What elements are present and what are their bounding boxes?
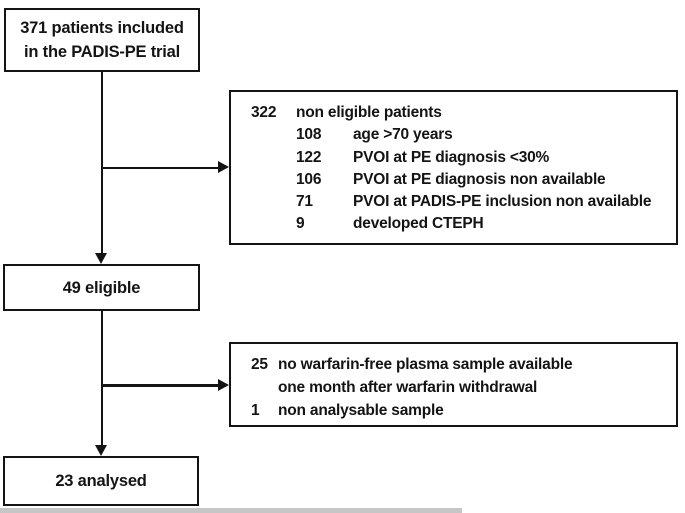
analysed-label: 23 analysed [55, 472, 147, 490]
connector-included-to-eligible [100, 72, 103, 254]
sample-exclusion-count: 25 [251, 356, 268, 373]
sample-exclusion-label-line2: one month after warfarin withdrawal [278, 379, 538, 396]
sample-exclusion-row: 25 no warfarin-free plasma sample availa… [251, 353, 670, 399]
connector-eligible-to-analysed [100, 311, 103, 445]
box-eligible: 49 eligible [3, 264, 200, 311]
exclusion-row: 106 PVOI at PE diagnosis non available [296, 169, 670, 191]
non-eligible-count: 322 [251, 104, 277, 121]
arrowhead-down-eligible [95, 253, 108, 264]
arrowhead-right-samples [217, 378, 229, 391]
sample-exclusion-label: non analysable sample [278, 402, 444, 419]
non-eligible-header-row: 322 non eligible patients [251, 102, 670, 124]
sample-exclusion-label-line1: no warfarin-free plasma sample available [278, 356, 573, 373]
exclusion-count: 71 [296, 193, 313, 211]
exclusion-row: 9 developed CTEPH [296, 213, 670, 235]
exclusion-count: 9 [296, 215, 305, 233]
exclusion-row: 71 PVOI at PADIS-PE inclusion non availa… [296, 191, 670, 213]
exclusion-count: 108 [296, 126, 322, 144]
arrowhead-right-non-eligible [217, 161, 229, 174]
arrowhead-down-analysed [95, 445, 108, 456]
sample-exclusion-row: 1 non analysable sample [251, 399, 670, 422]
box-excluded-samples: 25 no warfarin-free plasma sample availa… [229, 342, 678, 427]
exclusion-label: PVOI at PADIS-PE inclusion non available [353, 193, 652, 211]
exclusion-label: PVOI at PE diagnosis non available [353, 170, 606, 188]
exclusion-label: PVOI at PE diagnosis <30% [353, 148, 550, 166]
eligible-label: 49 eligible [62, 278, 141, 297]
exclusion-count: 106 [296, 170, 322, 188]
non-eligible-label: non eligible patients [296, 104, 442, 121]
exclusion-label: developed CTEPH [353, 215, 484, 233]
sample-exclusion-count: 1 [251, 402, 260, 419]
patients-included-line1: 371 patients included [20, 19, 184, 37]
patients-included-line2: in the PADIS-PE trial [24, 43, 180, 61]
box-patients-included: 371 patients included in the PADIS-PE tr… [4, 8, 200, 72]
box-non-eligible: 322 non eligible patients 108 age >70 ye… [229, 90, 678, 245]
exclusion-count: 122 [296, 148, 322, 166]
exclusion-label: age >70 years [353, 126, 453, 144]
sample-exclusion-label: no warfarin-free plasma sample available… [278, 353, 573, 399]
figure-edge-artifact [0, 508, 462, 513]
exclusion-row: 108 age >70 years [296, 124, 670, 146]
connector-branch-non-eligible [101, 166, 218, 169]
box-analysed: 23 analysed [3, 456, 199, 506]
exclusion-row: 122 PVOI at PE diagnosis <30% [296, 147, 670, 169]
connector-branch-samples [101, 384, 218, 387]
